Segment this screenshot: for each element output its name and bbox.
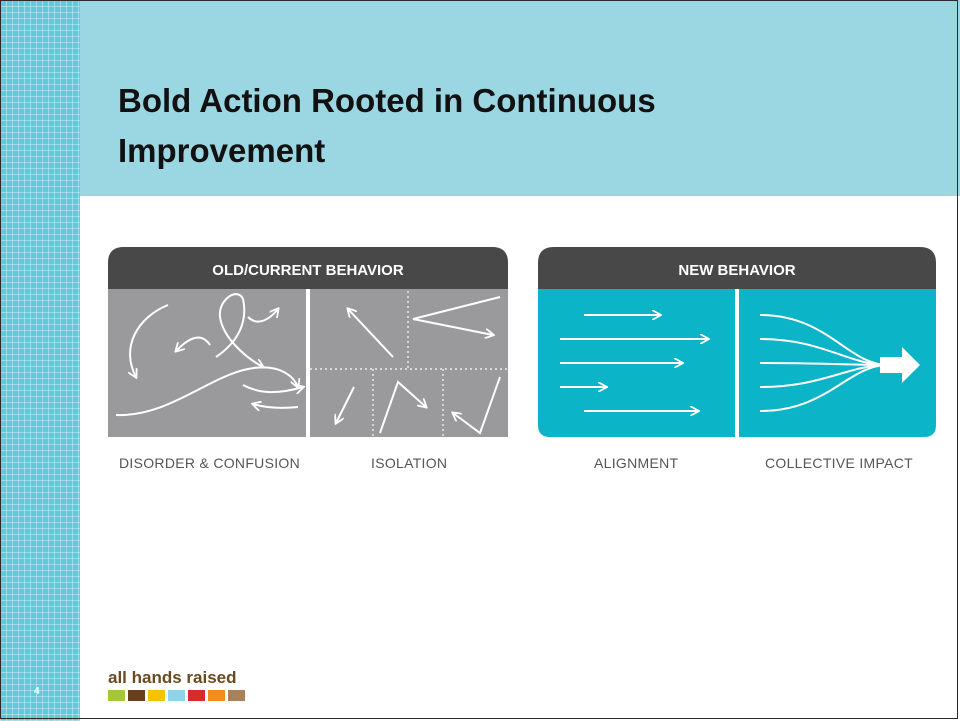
title-band (80, 0, 960, 196)
disorder-arrow (115, 366, 298, 417)
disorder-arrow (215, 293, 263, 367)
logo-color-bar (168, 690, 185, 701)
collective-impact-big-arrow (880, 347, 920, 383)
isolation-arrows (336, 296, 501, 435)
caption-isolation: ISOLATION (371, 455, 448, 471)
isolation-arrow (453, 376, 501, 435)
logo-color-bar (188, 690, 205, 701)
disorder-arrow (253, 404, 299, 408)
disorder-arrow (247, 309, 278, 323)
alignment-arrows (560, 315, 708, 411)
behavior-diagram: OLD/CURRENT BEHAVIOR (108, 247, 938, 442)
isolation-arrow (348, 309, 394, 358)
isolation-grid-lines (310, 291, 508, 437)
disorder-arrow (176, 336, 211, 351)
isolation-arrow (412, 296, 501, 335)
logo-color-bar (148, 690, 165, 701)
disorder-arrows (115, 293, 303, 417)
logo-color-bar (108, 690, 125, 701)
caption-alignment: ALIGNMENT (594, 455, 679, 471)
disorder-arrow (242, 385, 303, 392)
disorder-arrow (130, 304, 169, 377)
slide-title: Bold Action Rooted in Continuous Improve… (118, 82, 656, 169)
left-decorative-strip (0, 0, 80, 721)
slide-number: 4 (34, 686, 40, 697)
logo-color-bar (228, 690, 245, 701)
isolation-arrow (379, 380, 426, 434)
logo-color-bars (108, 690, 245, 701)
isolation-arrow (336, 386, 355, 423)
logo-text: all hands raised (108, 668, 237, 687)
new-behavior-header: NEW BEHAVIOR (678, 262, 795, 279)
behavior-diagram-svg: OLD/CURRENT BEHAVIOR (108, 247, 936, 437)
logo-color-bar (128, 690, 145, 701)
new-behavior-panel: NEW BEHAVIOR (538, 247, 936, 437)
collective-impact-lines (759, 314, 889, 412)
old-behavior-panel: OLD/CURRENT BEHAVIOR (108, 247, 508, 437)
caption-collective-impact: COLLECTIVE IMPACT (765, 455, 913, 471)
old-behavior-header: OLD/CURRENT BEHAVIOR (212, 262, 404, 279)
old-behavior-header-bg (108, 247, 508, 289)
logo-color-bar (208, 690, 225, 701)
new-behavior-header-bg (538, 247, 936, 289)
caption-disorder: DISORDER & CONFUSION (119, 455, 301, 471)
